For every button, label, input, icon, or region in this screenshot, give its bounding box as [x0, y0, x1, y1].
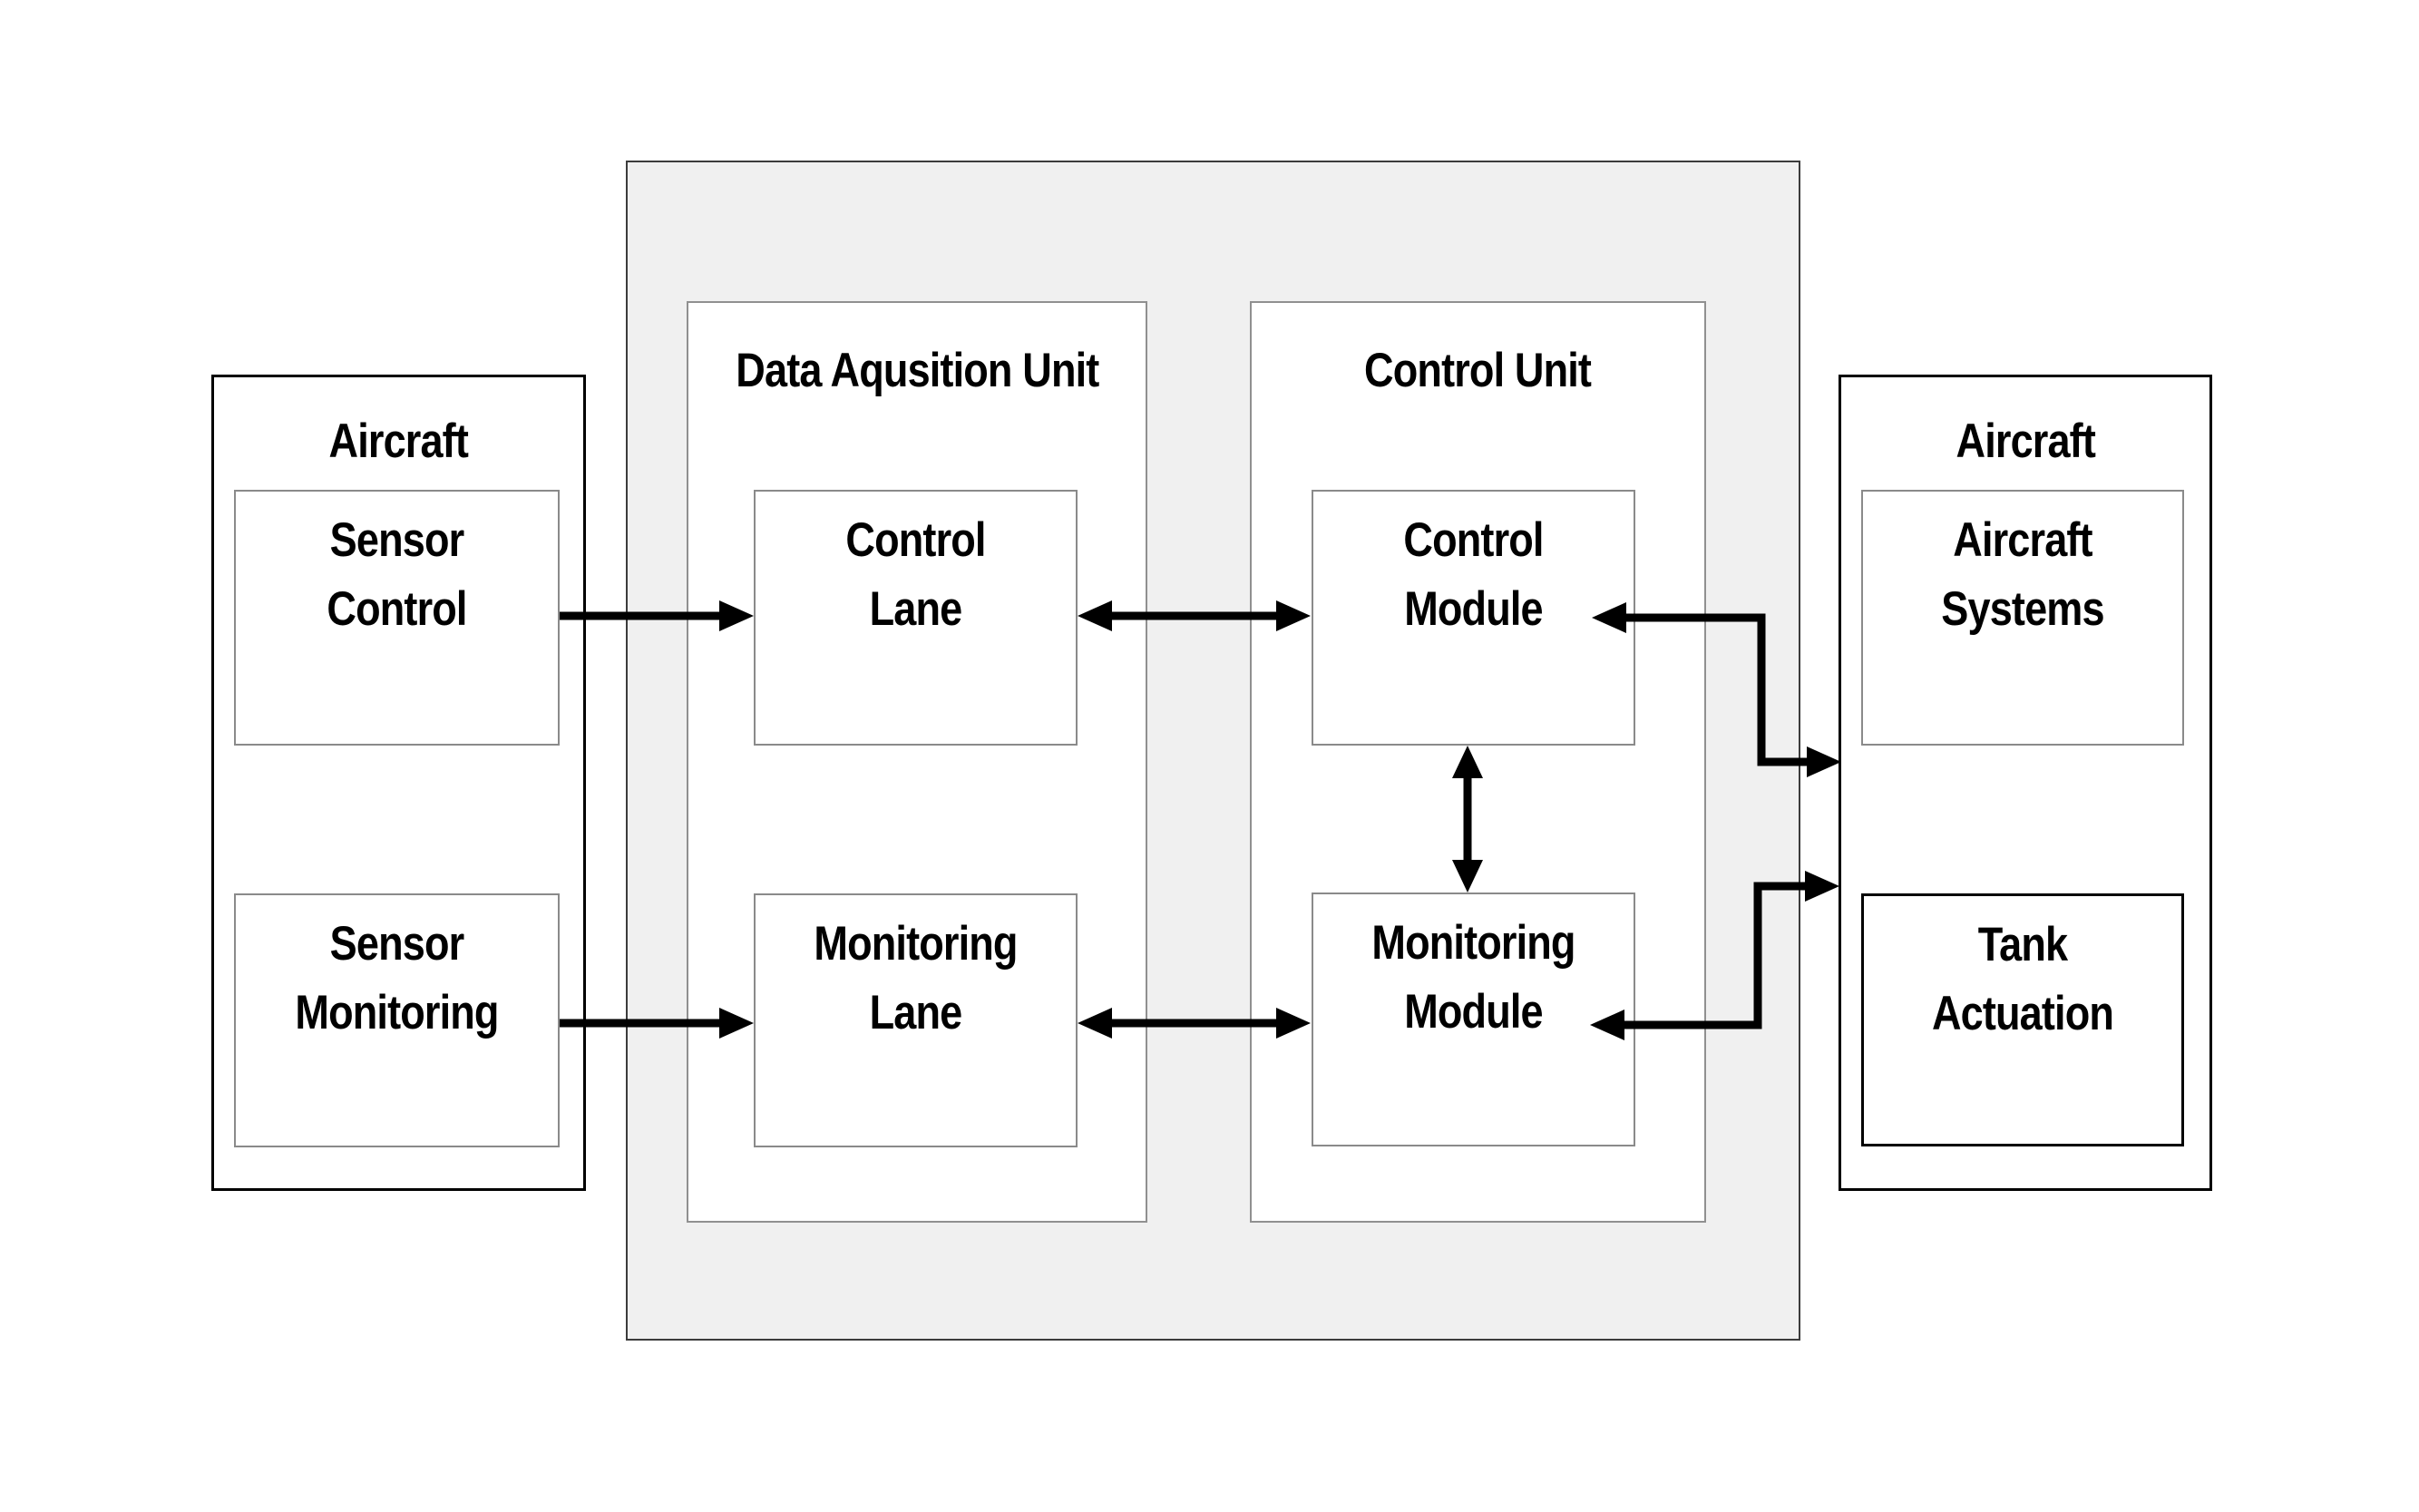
arrow-sensor-control-to-control-lane: [560, 600, 754, 631]
container-aircraft-left-title-text: Aircraft: [328, 415, 469, 468]
node-sensor-monitoring-label: Sensor Monitoring: [295, 917, 499, 1039]
node-monitoring-module: Monitoring Module: [1312, 893, 1635, 1146]
node-control-module-label: Control Module: [1403, 513, 1544, 636]
node-monitoring-lane-label: Monitoring Lane: [814, 917, 1018, 1039]
node-tank-actuation-label: Tank Actuation: [1931, 918, 2114, 1040]
container-aircraft-right-title: Aircraft: [1841, 414, 2209, 469]
node-sensor-monitoring: Sensor Monitoring: [234, 893, 560, 1147]
arrow-monitoring-module-aircraft-elbow: [1590, 871, 1839, 1040]
container-aircraft-left-title: Aircraft: [214, 414, 583, 469]
node-aircraft-systems-label: Aircraft Systems: [1941, 513, 2104, 636]
arrow-control-module-aircraft-elbow: [1592, 602, 1841, 777]
arrow-control-module-monitoring-module: [1452, 746, 1483, 893]
container-control-unit-title: Control Unit: [1252, 343, 1704, 398]
arrow-monitoring-lane-monitoring-module: [1078, 1008, 1311, 1039]
node-monitoring-module-label: Monitoring Module: [1371, 916, 1575, 1039]
container-data-acquisition-unit-title: Data Aqusition Unit: [688, 343, 1146, 398]
arrow-sensor-monitoring-to-monitoring-lane: [560, 1008, 754, 1039]
container-data-acquisition-unit-title-text: Data Aqusition Unit: [735, 344, 1099, 397]
node-control-lane: Control Lane: [754, 490, 1078, 746]
arrow-control-lane-control-module: [1078, 600, 1311, 631]
node-sensor-control-label: Sensor Control: [327, 513, 467, 636]
container-aircraft-right-title-text: Aircraft: [1956, 415, 2095, 468]
node-monitoring-lane: Monitoring Lane: [754, 893, 1078, 1147]
node-sensor-control: Sensor Control: [234, 490, 560, 746]
node-aircraft-systems: Aircraft Systems: [1861, 490, 2184, 746]
container-control-unit-title-text: Control Unit: [1364, 344, 1592, 397]
node-control-lane-label: Control Lane: [845, 513, 986, 636]
node-control-module: Control Module: [1312, 490, 1635, 746]
node-tank-actuation: Tank Actuation: [1861, 893, 2184, 1146]
